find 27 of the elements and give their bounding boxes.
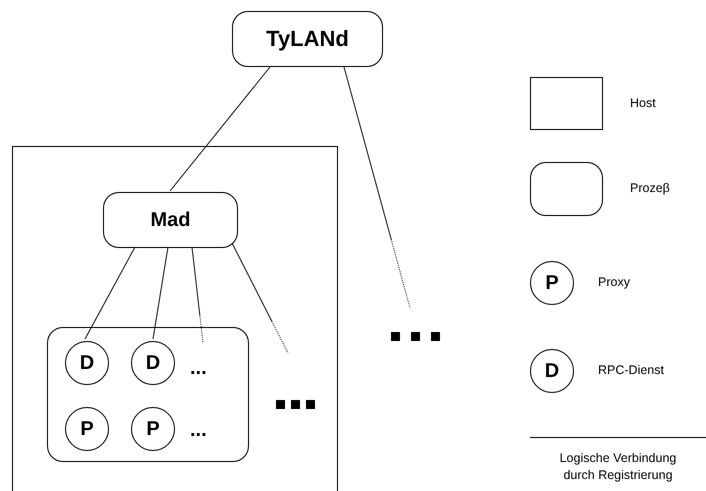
host-box [12, 146, 338, 491]
legend-text: Prozeβ [630, 180, 670, 197]
fading-connector-line [192, 246, 204, 344]
ellipsis-text: ... [190, 358, 207, 378]
connector-line [152, 246, 168, 340]
node-label: D [146, 353, 160, 373]
node-label: P [146, 419, 160, 439]
node-label: TyLANd [266, 28, 349, 50]
node-label: P [545, 273, 559, 293]
process-box [232, 11, 383, 67]
connector-line [170, 66, 270, 192]
host-box [530, 77, 603, 130]
node-label: D [80, 353, 94, 373]
legend-text: RPC-Dienst [598, 362, 664, 379]
ellipsis-text: ... [190, 420, 207, 440]
legend-text: Host [630, 95, 656, 112]
fading-connector-line [344, 66, 410, 308]
process-box [103, 192, 238, 248]
node-label: Mad [150, 210, 190, 230]
legend-text: Logische Verbindung durch Registrierung [558, 450, 678, 484]
process-group-box [530, 162, 603, 216]
fading-connector-line [232, 242, 288, 354]
process-group-box [47, 327, 249, 462]
node-label: D [544, 361, 560, 381]
node-label: P [80, 419, 94, 439]
connector-line [84, 246, 136, 340]
legend-text: Proxy [598, 274, 630, 291]
